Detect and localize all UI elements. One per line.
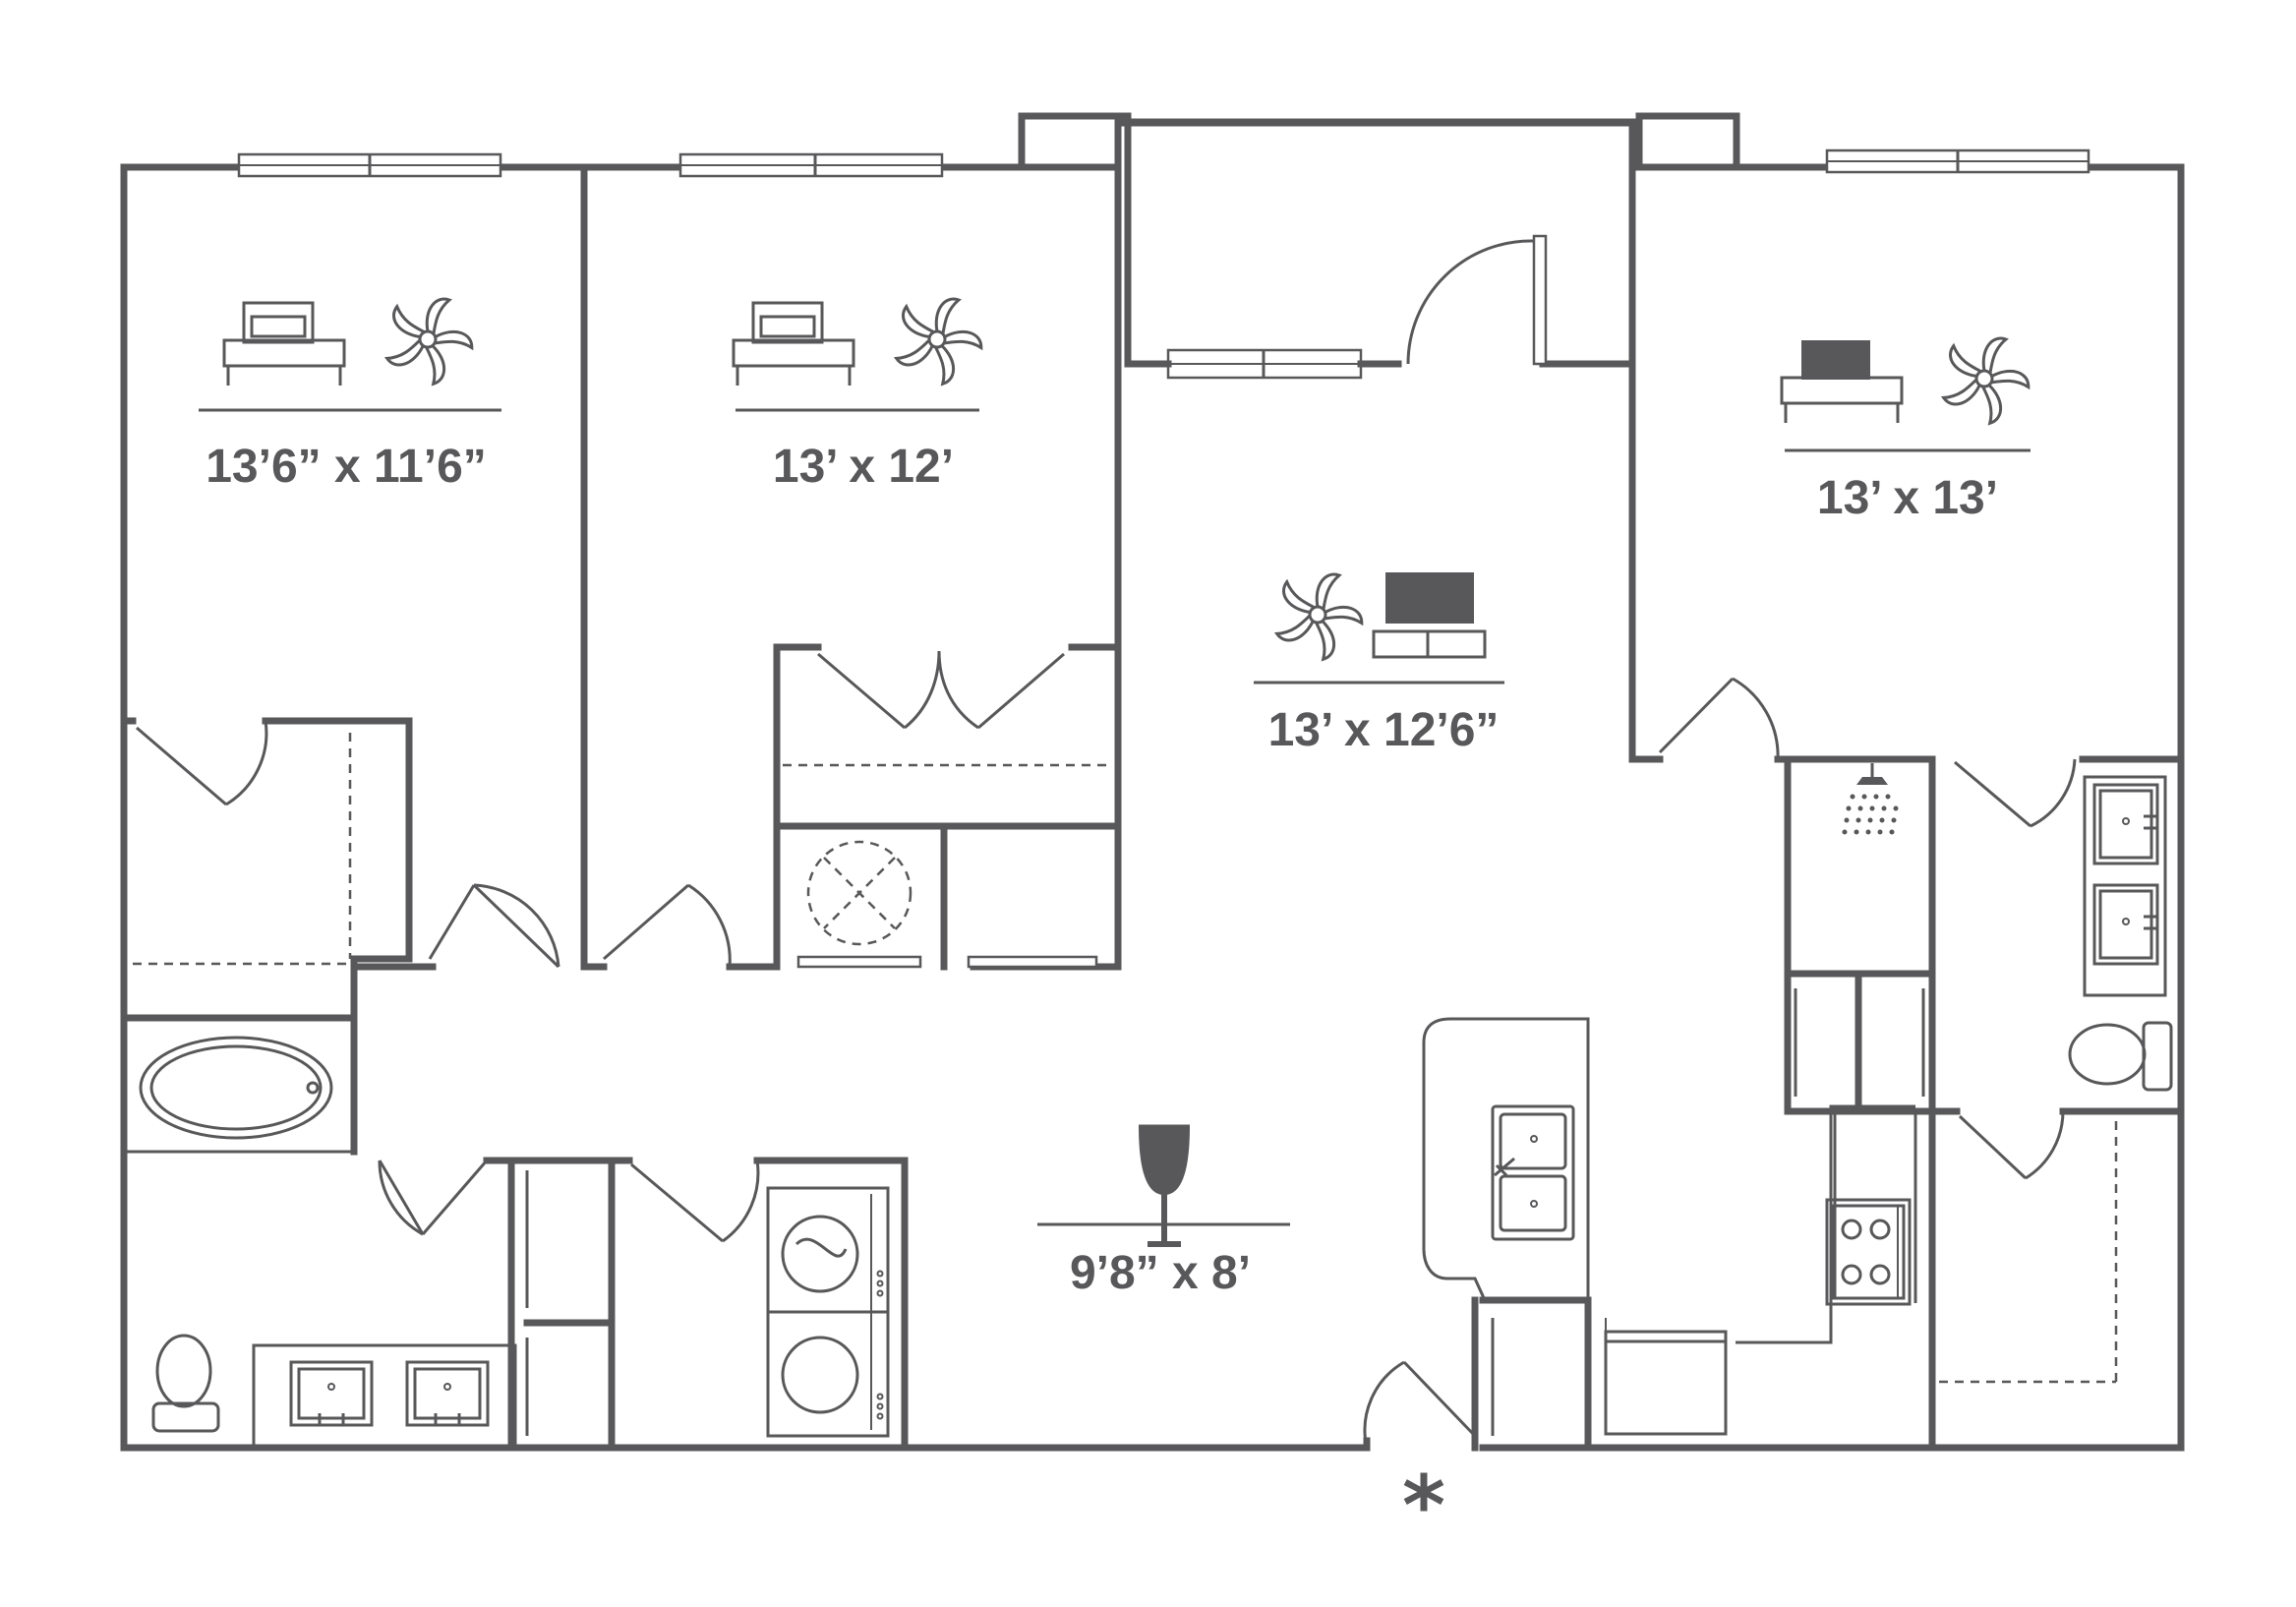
dishwasher [1604, 1318, 1728, 1436]
bed-icon [732, 301, 855, 386]
ceiling-fan-icon [384, 297, 475, 387]
room-dimensions: 13’ x 12’6” [1268, 704, 1500, 756]
room-dimensions: 13’ x 12’ [773, 441, 954, 493]
bed-icon [1780, 340, 1904, 423]
sink-icon [2092, 783, 2159, 865]
entry-marker: * [1402, 1458, 1445, 1554]
bathroom-2 [1784, 758, 2185, 1452]
double-vanity [2083, 775, 2167, 997]
bathroom-1 [124, 1014, 517, 1452]
windows [237, 149, 2090, 380]
tv-icon [1372, 572, 1487, 659]
sink-icon [289, 1360, 374, 1427]
bedroom-3: 13’ x 13’ [1658, 336, 2185, 1115]
room-dimensions: 13’ x 13’ [1817, 472, 1998, 524]
toilet-icon [2068, 1021, 2173, 1092]
ceiling-fan-icon [1274, 572, 1365, 662]
kitchen [1422, 1017, 1915, 1452]
bedroom-2: 13’ x 12’ [580, 163, 1122, 971]
water-heater-icon [806, 840, 913, 946]
bedroom-1: 13’6” x 11’6” [120, 297, 560, 1022]
dining-area: 9’8” x 8’ [1037, 1124, 1290, 1299]
bed-icon [222, 301, 346, 386]
double-vanity [252, 1343, 517, 1450]
room-dimensions: 13’6” x 11’6” [206, 441, 487, 493]
sink-icon [1491, 1104, 1575, 1241]
ceiling-fan-icon [894, 297, 984, 387]
living-room: 13’ x 12’6” [1254, 572, 1504, 756]
shower-icon [1842, 763, 1899, 835]
sink-icon [405, 1360, 490, 1427]
toilet-icon [151, 1334, 220, 1433]
washer-dryer [766, 1186, 890, 1438]
entry: * [1363, 1360, 1477, 1554]
wine-glass-icon [1139, 1124, 1190, 1247]
balcony [1018, 112, 1740, 368]
sink-icon [2092, 883, 2159, 966]
stove-icon [1825, 1198, 1912, 1306]
room-dimensions: 9’8” x 8’ [1070, 1247, 1251, 1299]
ceiling-fan-icon [1941, 336, 2031, 426]
hall-and-laundry [507, 1157, 909, 1452]
bathtub-icon [139, 1036, 333, 1140]
